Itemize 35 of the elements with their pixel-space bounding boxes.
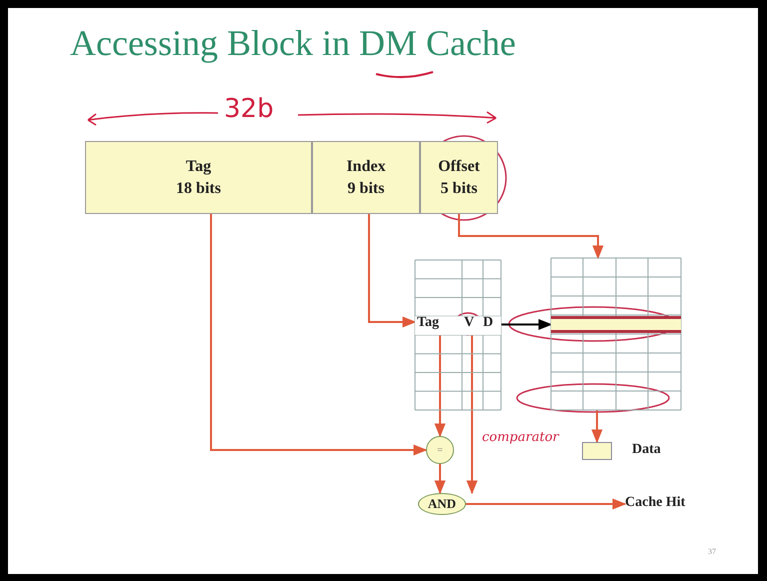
tag-array: [415, 260, 501, 410]
address-field-cell: [420, 141, 498, 214]
connector-arrow: [434, 464, 446, 494]
slide-title: Accessing Block in DM Cache: [70, 22, 516, 64]
comparator-circle: [426, 436, 454, 464]
column-label: V: [464, 315, 474, 332]
field-label: 5 bits: [440, 178, 478, 198]
column-label: D: [483, 315, 494, 332]
connector-arrow: [466, 335, 478, 494]
output-label: Cache Hit: [625, 495, 705, 513]
field-label: 18 bits: [176, 178, 221, 198]
connector-arrow: [458, 214, 604, 260]
data-array: [551, 258, 681, 410]
page-number: 37: [708, 548, 716, 556]
column-label: Tag: [417, 315, 440, 332]
field-label: Index: [346, 156, 386, 176]
data-box: [582, 442, 612, 460]
connector-arrow: [501, 318, 552, 330]
connector-arrow: [591, 410, 603, 444]
operator-symbol: =: [437, 444, 443, 456]
connector-arrow: [210, 214, 428, 456]
selected-row: [551, 316, 681, 333]
address-field-cell: [85, 141, 312, 214]
node-caption: Data: [632, 442, 661, 458]
connector-arrow: [434, 335, 446, 438]
field-label: Offset: [438, 156, 480, 176]
handwritten-note: comparator: [482, 430, 559, 445]
gate-label: AND: [428, 496, 456, 512]
field-label: 9 bits: [348, 178, 384, 198]
connector-arrow: [466, 498, 626, 510]
connector-arrow: [368, 214, 416, 328]
address-field-cell: [312, 141, 420, 214]
field-label: Tag: [186, 156, 212, 176]
and-gate: [418, 493, 466, 515]
handwritten-dimension: 32b: [224, 96, 274, 122]
